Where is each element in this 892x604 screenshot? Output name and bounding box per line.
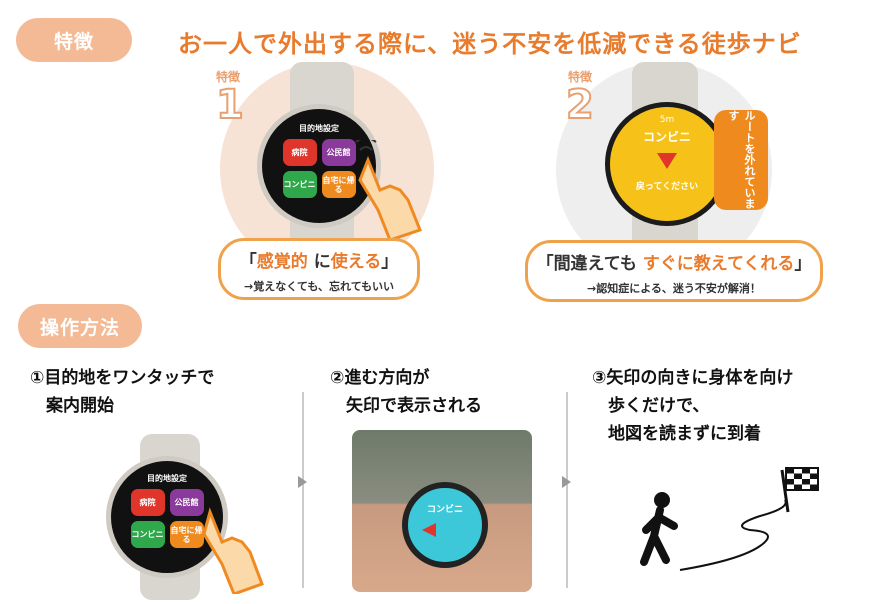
arrow-left-icon <box>422 523 436 537</box>
goal-flag-icon <box>780 467 819 513</box>
step1-tile-go-home[interactable]: 自宅に帰る <box>169 521 204 548</box>
tile-convenience-store[interactable]: コンビニ <box>282 171 317 198</box>
walking-person-icon <box>640 492 678 566</box>
divider-1 <box>302 392 304 588</box>
feature2-callout: 「間違えても すぐに教えてくれる」 →認知症による、迷う不安が解消！ <box>525 240 823 302</box>
hand-tap-icon <box>355 140 422 240</box>
winding-path <box>679 499 787 571</box>
feature1-callout: 「感覚的 に使える」 →覚えなくても、忘れてもいい <box>218 238 420 300</box>
next-arrow-icon-2 <box>562 476 571 488</box>
tile-hospital[interactable]: 病院 <box>282 139 317 166</box>
feature2-distance: 5m <box>659 115 675 125</box>
feature1-number: 1 <box>215 81 245 129</box>
next-arrow-icon <box>298 476 307 488</box>
feature2-back: 戻ってください <box>635 182 699 192</box>
hand-tap-icon-2 <box>202 507 264 594</box>
tile-go-home[interactable]: 自宅に帰る <box>321 171 356 198</box>
feature1-watch: 目的地設定 病院 公民館 コンビニ 自宅に帰る <box>257 104 381 228</box>
operation-badge: 操作方法 <box>18 304 142 348</box>
features-badge: 特徴 <box>16 18 132 62</box>
step2-text: ②進む方向が 矢印で表示される <box>330 368 482 416</box>
feature1-watch-title: 目的地設定 <box>299 124 339 133</box>
feature2-callout-sub: →認知症による、迷う不安が解消！ <box>587 282 761 295</box>
arrow-down-icon <box>657 153 677 169</box>
step1-text: ①目的地をワンタッチで 案内開始 <box>30 368 215 416</box>
step1-watch-title: 目的地設定 <box>147 474 187 483</box>
step1-tile-convenience-store[interactable]: コンビニ <box>130 521 165 548</box>
feature2-place: コンビニ <box>642 130 691 144</box>
step2-photo: コンビニ <box>352 430 532 592</box>
off-route-warning: ルートを外れています <box>714 110 768 210</box>
feature1-callout-sub: →覚えなくても、忘れてもいい <box>244 280 394 293</box>
step2-place: コンビニ <box>426 505 463 515</box>
feature1-label: 特徴 <box>216 70 241 84</box>
step1-tile-community-center[interactable]: 公民館 <box>169 489 204 516</box>
walking-to-goal-illustration <box>640 467 819 571</box>
step3-text: ③矢印の向きに身体を向け 歩くだけで、 地図を読まずに到着 <box>592 368 794 444</box>
step1-tile-hospital[interactable]: 病院 <box>130 489 165 516</box>
page-headline: お一人で外出する際に、迷う不安を低減できる徒歩ナビ <box>178 30 802 58</box>
tile-community-center[interactable]: 公民館 <box>321 139 356 166</box>
feature2-watch: 5m コンビニ 戻ってください <box>605 102 729 226</box>
divider-2 <box>566 392 568 588</box>
feature2-label: 特徴 <box>568 70 593 84</box>
step2-watch: コンビニ <box>402 482 488 568</box>
feature2-number: 2 <box>565 81 595 129</box>
